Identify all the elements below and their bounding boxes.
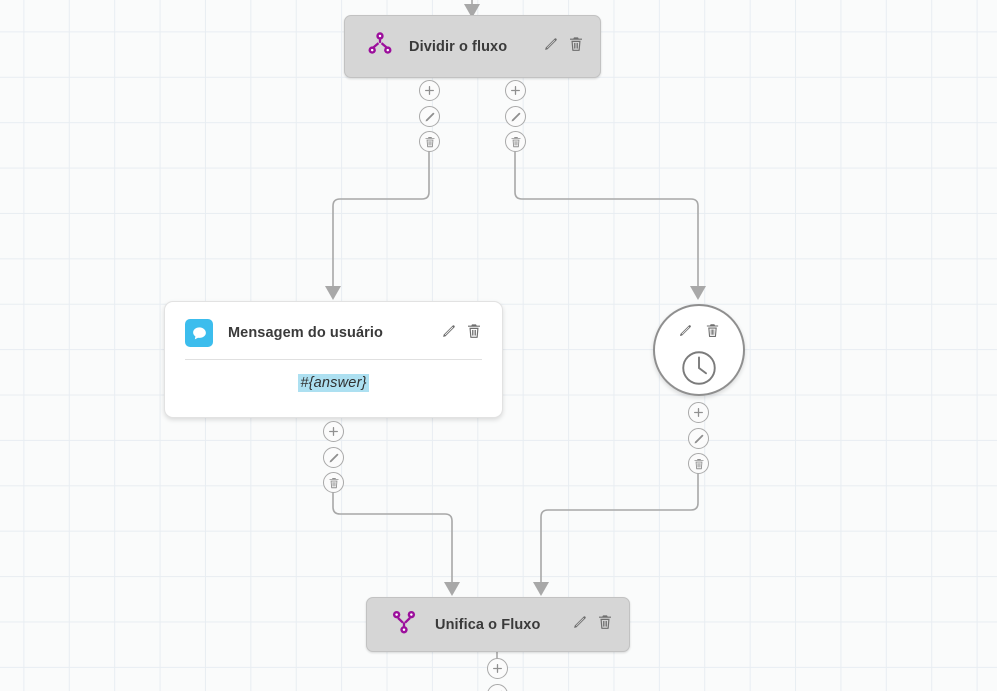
edit-icon[interactable] — [678, 323, 693, 343]
edit-icon-button[interactable] — [419, 106, 440, 127]
chat-bubble-icon — [185, 319, 213, 347]
node-header-actions — [441, 323, 482, 344]
add-icon-button[interactable] — [487, 658, 508, 679]
split-flow-icon — [367, 31, 393, 62]
delete-icon[interactable] — [568, 36, 584, 57]
delete-icon[interactable] — [705, 323, 720, 343]
answer-token[interactable]: #{answer} — [298, 374, 369, 392]
node-title: Dividir o fluxo — [409, 38, 508, 55]
edge-timer-to-merge — [540, 473, 699, 585]
node-title: Mensagem do usuário — [228, 325, 383, 341]
node-timer[interactable] — [653, 304, 745, 396]
delete-icon-button[interactable] — [505, 131, 526, 152]
node-dividir-o-fluxo[interactable]: Dividir o fluxo — [344, 15, 601, 78]
edit-icon[interactable] — [543, 36, 559, 57]
node-mensagem-do-usuario[interactable]: Mensagem do usuário — [164, 301, 503, 418]
edit-icon[interactable] — [572, 614, 588, 635]
arrowhead-message-in — [325, 286, 341, 300]
edit-icon-button[interactable] — [688, 428, 709, 449]
clock-icon — [655, 347, 743, 389]
edit-icon-button[interactable] — [505, 106, 526, 127]
node-header-actions — [655, 323, 743, 343]
delete-icon-button[interactable] — [688, 453, 709, 474]
card-header: Mensagem do usuário — [165, 302, 502, 347]
node-header-actions — [543, 36, 584, 57]
edit-icon-button[interactable] — [323, 447, 344, 468]
add-icon-button[interactable] — [688, 402, 709, 423]
arrowhead-merge-in-right — [533, 582, 549, 596]
delete-icon-button[interactable] — [419, 131, 440, 152]
edge-split-to-timer — [514, 151, 699, 289]
arrowhead-merge-in-left — [444, 582, 460, 596]
edge-message-to-merge — [332, 492, 453, 585]
delete-icon[interactable] — [466, 323, 482, 344]
delete-icon-button[interactable] — [323, 472, 344, 493]
delete-icon[interactable] — [597, 614, 613, 635]
add-icon-button[interactable] — [505, 80, 526, 101]
add-icon-button[interactable] — [419, 80, 440, 101]
arrowhead-timer-in — [690, 286, 706, 300]
card-body: #{answer} — [165, 360, 502, 392]
card-divider — [185, 359, 482, 360]
node-unifica-o-fluxo[interactable]: Unifica o Fluxo — [366, 597, 630, 652]
edit-icon[interactable] — [441, 323, 457, 344]
add-icon-button[interactable] — [323, 421, 344, 442]
merge-flow-icon — [391, 609, 417, 640]
node-header-actions — [572, 614, 613, 635]
node-title: Unifica o Fluxo — [435, 616, 541, 633]
arrowhead-split-in — [464, 4, 480, 18]
edge-split-to-message — [332, 151, 430, 289]
